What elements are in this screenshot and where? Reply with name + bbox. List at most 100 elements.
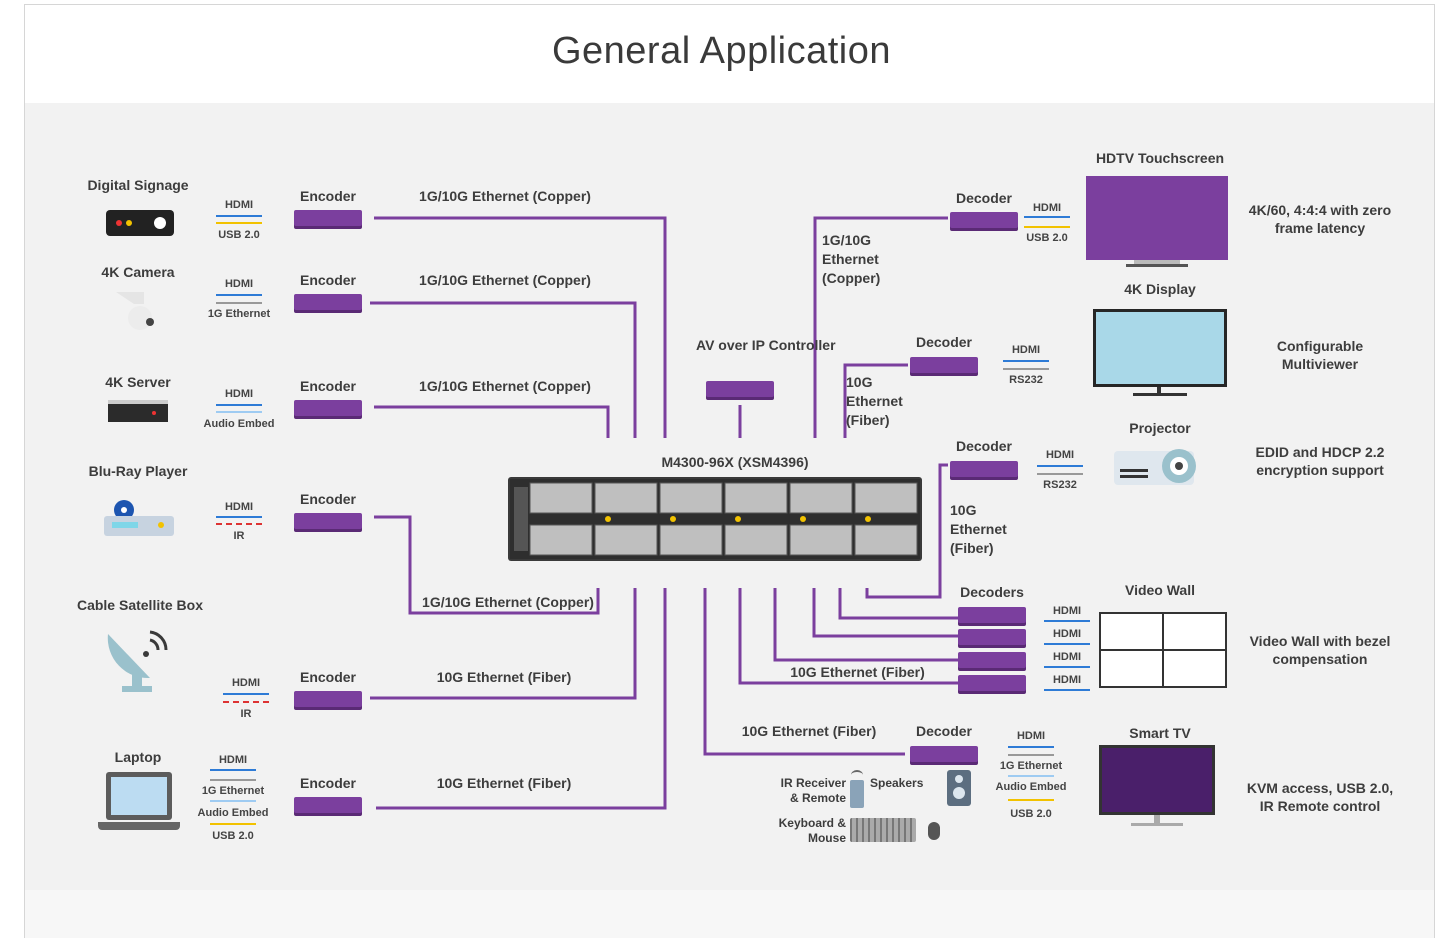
audio-cable-line — [1008, 775, 1054, 777]
encoder-label: Encoder — [299, 775, 356, 791]
link-label: 10G Ethernet (Fiber) — [846, 374, 903, 428]
ethernet-cable-line — [1008, 754, 1054, 756]
signal-hdmi: HDMI — [1045, 449, 1075, 461]
decoder-box — [910, 357, 978, 373]
decoder-box — [958, 629, 1026, 645]
feature-smarttv: KVM access, USB 2.0, IR Remote control — [1246, 780, 1394, 814]
bluray-icon — [104, 500, 174, 542]
usb-cable-line — [210, 823, 256, 825]
ethernet-cable-line — [216, 302, 262, 304]
hdmi-cable-line — [1044, 643, 1090, 645]
feature-display: Configurable Multiviewer — [1276, 338, 1364, 372]
decoders-label: Decoders — [960, 584, 1024, 600]
camera-icon — [114, 290, 158, 334]
encoder-label: Encoder — [299, 491, 356, 507]
signal-hdmi: HDMI — [1016, 730, 1046, 742]
video-wall-icon — [1099, 612, 1227, 688]
link-label: 1G/10G Ethernet (Copper) — [822, 232, 881, 286]
signage-icon — [106, 210, 174, 236]
decoder-label: Decoder — [955, 190, 1013, 206]
audio-cable-line — [216, 411, 262, 413]
hdtv-touchscreen-icon — [1086, 176, 1228, 268]
wire-signage — [374, 216, 667, 438]
keyboard-mouse-label: Keyboard & Mouse — [778, 816, 846, 845]
signal-usb: USB 2.0 — [212, 830, 254, 842]
encoder-box — [294, 210, 362, 226]
encoder-box — [294, 691, 362, 707]
wire-hdtv — [813, 216, 948, 438]
decoder-label: Decoder — [955, 438, 1013, 454]
hdmi-cable-line — [216, 516, 262, 518]
signal-hdmi: HDMI — [218, 754, 248, 766]
decoder-box — [950, 212, 1018, 228]
signal-hdmi: HDMI — [224, 388, 254, 400]
encoder-box — [294, 400, 362, 416]
ethernet-cable-line — [210, 779, 256, 781]
encoder-box — [294, 797, 362, 813]
signal-usb: USB 2.0 — [218, 229, 260, 241]
hdmi-cable-line — [1008, 746, 1054, 748]
feature-projector: EDID and HDCP 2.2 encryption support — [1255, 444, 1385, 478]
decoder-box — [950, 461, 1018, 477]
signal-ir: IR — [240, 708, 252, 720]
signal-ethernet: 1G Ethernet — [207, 308, 271, 320]
output-name-smarttv: Smart TV — [1129, 725, 1191, 741]
link-label: 10G Ethernet (Fiber) — [436, 775, 572, 791]
speaker-icon — [947, 770, 971, 806]
signal-hdmi: HDMI — [1011, 344, 1041, 356]
encoder-label: Encoder — [299, 272, 356, 288]
hdmi-cable-line — [216, 404, 262, 406]
signal-ethernet: 1G Ethernet — [201, 785, 265, 797]
usb-cable-line — [1008, 799, 1054, 801]
signal-ethernet: 1G Ethernet — [999, 760, 1063, 772]
signal-hdmi: HDMI — [224, 501, 254, 513]
source-name-server: 4K Server — [105, 374, 171, 390]
output-name-display: 4K Display — [1124, 281, 1196, 297]
wire-server — [374, 405, 610, 438]
wire-projector — [865, 463, 948, 599]
switch-label: M4300-96X (XSM4396) — [661, 454, 809, 470]
hdmi-cable-line — [1024, 216, 1070, 218]
controller-label: AV over IP Controller — [696, 337, 836, 353]
encoder-box — [294, 513, 362, 529]
signal-hdmi: HDMI — [1052, 651, 1082, 663]
source-name-camera: 4K Camera — [101, 264, 175, 280]
signal-hdmi: HDMI — [231, 677, 261, 689]
decoder-box — [910, 746, 978, 762]
link-label: 10G Ethernet (Fiber) — [950, 502, 1007, 556]
hdmi-cable-line — [1044, 689, 1090, 691]
usb-cable-line — [216, 222, 262, 224]
projector-icon — [1114, 447, 1200, 489]
signal-hdmi: HDMI — [1052, 674, 1082, 686]
source-name-bluray: Blu-Ray Player — [88, 463, 188, 479]
controller-box — [706, 381, 774, 397]
page-title: General Application — [551, 30, 892, 72]
encoder-label: Encoder — [299, 188, 356, 204]
feature-videowall: Video Wall with bezel compensation — [1249, 633, 1391, 667]
wire-wall-2 — [812, 588, 958, 638]
source-name-satellite: Cable Satellite Box — [76, 597, 204, 613]
wire-laptop — [376, 588, 667, 810]
signal-audio: Audio Embed — [995, 781, 1067, 793]
wire-wall-3 — [773, 588, 958, 662]
keyboard-icon — [850, 818, 916, 842]
wire-camera — [370, 301, 637, 438]
link-label: 10G Ethernet (Fiber) — [790, 664, 925, 680]
output-name-videowall: Video Wall — [1124, 582, 1195, 598]
link-label: 1G/10G Ethernet (Copper) — [422, 594, 594, 610]
feature-hdtv: 4K/60, 4:4:4 with zero frame latency — [1248, 202, 1392, 236]
usb-cable-line — [1024, 226, 1070, 228]
signal-usb: USB 2.0 — [1026, 232, 1068, 244]
laptop-icon — [98, 772, 180, 832]
diagram-footer-band — [25, 890, 1434, 938]
signal-hdmi: HDMI — [1052, 605, 1082, 617]
signal-rs232: RS232 — [1009, 374, 1043, 386]
hdmi-cable-line — [216, 294, 262, 296]
link-label: 10G Ethernet (Fiber) — [741, 723, 877, 739]
link-label: 10G Ethernet (Fiber) — [436, 669, 572, 685]
decoder-label: Decoder — [915, 723, 973, 739]
link-label: 1G/10G Ethernet (Copper) — [419, 188, 591, 204]
hdmi-cable-line — [210, 769, 256, 771]
encoder-label: Encoder — [299, 669, 356, 685]
